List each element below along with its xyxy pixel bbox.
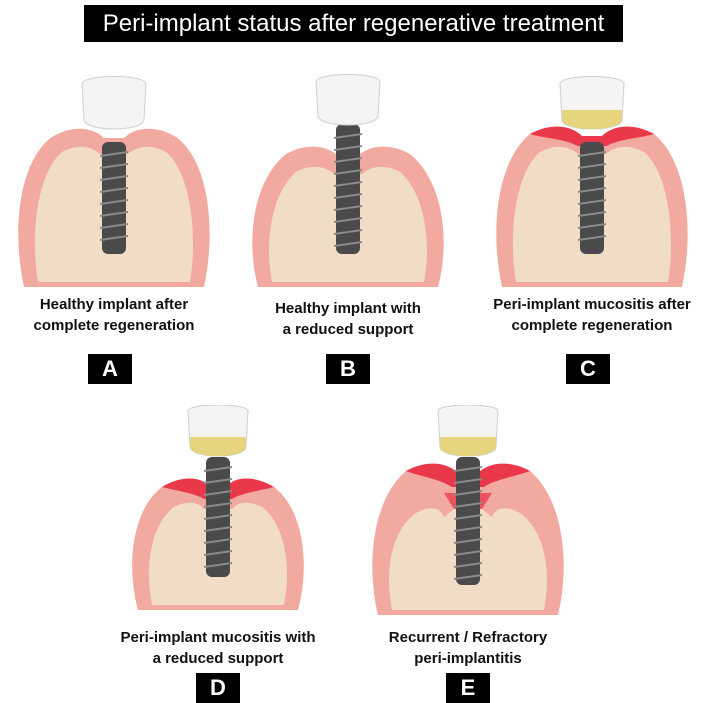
caption-d: Peri-implant mucositis with a reduced su… (108, 627, 328, 669)
panel-d: Peri-implant mucositis with a reduced su… (108, 405, 328, 702)
label-e: E (446, 673, 490, 703)
implant-illustration-b (238, 72, 458, 292)
label-d: D (196, 673, 240, 703)
panel-e: Recurrent / Refractory peri-implantitis … (358, 405, 578, 702)
caption-e: Recurrent / Refractory peri-implantitis (358, 627, 578, 669)
implant-illustration-d (108, 405, 328, 625)
caption-c: Peri-implant mucositis after complete re… (482, 294, 702, 336)
implant-illustration-e (358, 405, 578, 625)
label-a: A (88, 354, 132, 384)
figure-title: Peri-implant status after regenerative t… (84, 5, 623, 42)
caption-b: Healthy implant with a reduced support (238, 298, 458, 340)
implant-illustration-c (482, 72, 702, 292)
panel-a: Healthy implant after complete regenerat… (4, 72, 224, 392)
panel-b: Healthy implant with a reduced support B (238, 72, 458, 392)
label-c: C (566, 354, 610, 384)
caption-a: Healthy implant after complete regenerat… (4, 294, 224, 336)
implant-illustration-a (4, 72, 224, 292)
panel-c: Peri-implant mucositis after complete re… (482, 72, 702, 392)
label-b: B (326, 354, 370, 384)
